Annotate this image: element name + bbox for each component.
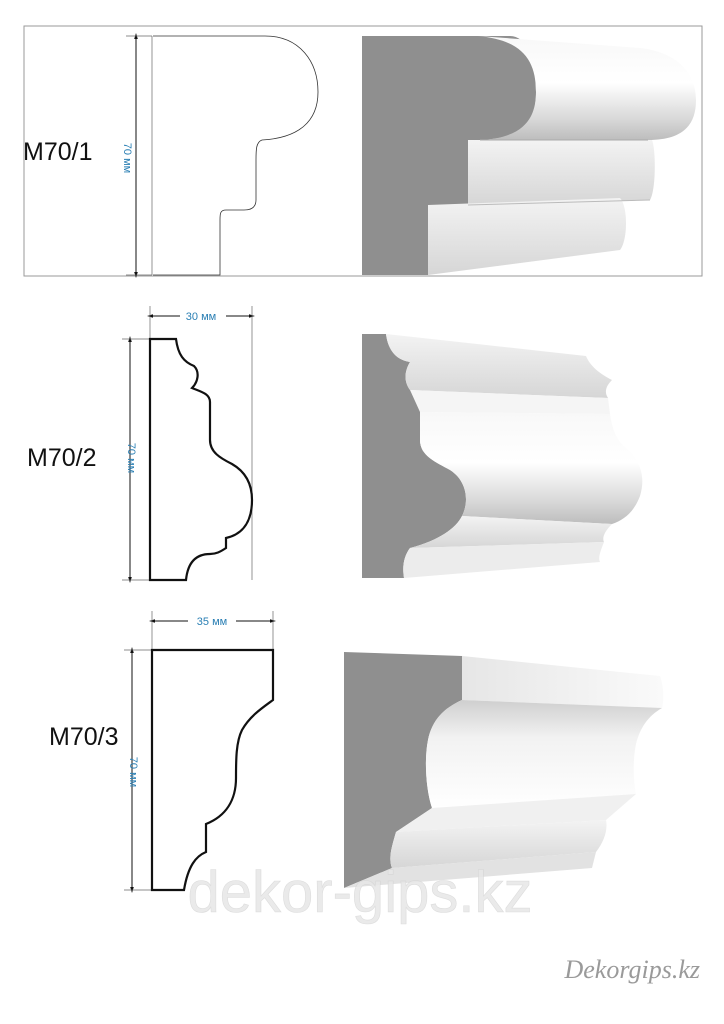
profile-outline-m70-3	[150, 648, 275, 892]
profile-outline-m70-2	[148, 337, 254, 582]
height-dimension-m70-1: 70 мм	[121, 33, 153, 278]
render-m70-1	[362, 36, 696, 275]
height-dimension-m70-2: 70 мм	[122, 336, 150, 583]
width-label-m70-2: 30 мм	[186, 311, 216, 323]
profile-code-m70-2: M70/2	[27, 444, 96, 472]
watermark-text: dekor-gips.kz	[188, 860, 533, 925]
profile-m70-2: M70/2 30 мм 70 мм	[27, 306, 643, 583]
width-label-m70-3: 35 мм	[197, 616, 227, 628]
height-label-m70-3: 70 мм	[127, 757, 139, 787]
profile-m70-3: M70/3 35 мм 70 мм	[49, 611, 664, 893]
width-dimension-m70-2: 30 мм	[147, 306, 255, 580]
render-m70-3	[344, 652, 664, 888]
brand-signature: Dekorgips.kz	[563, 955, 700, 984]
render-m70-2	[362, 334, 643, 578]
frame-m70-1	[23, 25, 703, 277]
profile-m70-1: M70/1 70 мм	[23, 25, 703, 278]
width-dimension-m70-3: 35 мм	[149, 611, 276, 650]
height-dimension-m70-3: 70 мм	[124, 647, 152, 893]
height-label-m70-2: 70 мм	[125, 443, 137, 473]
profile-code-m70-3: M70/3	[49, 723, 118, 751]
profile-code-m70-1: M70/1	[23, 138, 92, 166]
profile-outline-m70-1	[153, 35, 319, 276]
height-label-m70-1: 70 мм	[121, 143, 133, 173]
